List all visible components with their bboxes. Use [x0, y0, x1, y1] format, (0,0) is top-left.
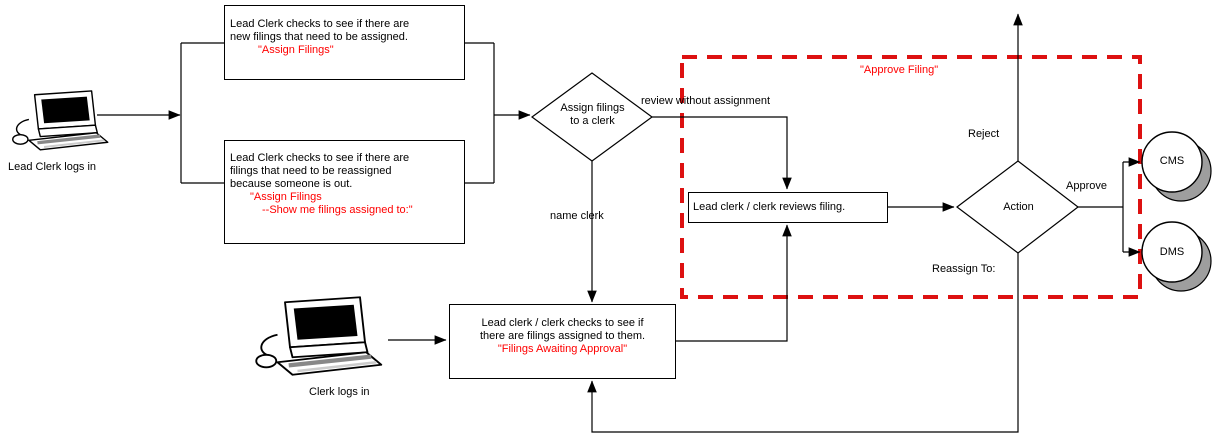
bracket-right: [465, 42, 495, 184]
box-text-line: Lead clerk / clerk checks to see if: [481, 317, 644, 329]
assign-diamond-label: Assign filings to a clerk: [532, 102, 653, 128]
action-diamond: [956, 160, 1079, 254]
lead-clerk-computer-icon: [11, 89, 110, 152]
name-clerk-label: name clerk: [550, 210, 604, 222]
filings-awaiting-approval-command: "Filings Awaiting Approval": [497, 343, 628, 355]
cms-datastore-circle: [1141, 131, 1203, 193]
reassign-to-label: Reassign To:: [932, 263, 996, 275]
cms-datastore-label: CMS: [1159, 155, 1185, 167]
check-new-filings-box: Lead Clerk checks to see if there are ne…: [224, 5, 465, 80]
reviews-filing-box: Lead clerk / clerk reviews filing.: [688, 192, 888, 223]
action-diamond-label: Action: [1003, 201, 1034, 213]
box-text-line: Lead Clerk checks to see if there are: [230, 152, 410, 164]
box-text-line: new filings that need to be assigned.: [230, 31, 408, 43]
review-without-assignment-label: review without assignment: [641, 95, 771, 107]
assign-filings-command: "Assign Filings": [258, 44, 334, 56]
assign-filings-diamond: [530, 72, 654, 162]
clerk-logs-in-label: Clerk logs in: [309, 386, 370, 398]
check-reassigned-filings-box: Lead Clerk checks to see if there are fi…: [224, 140, 465, 244]
edge-reassign-loop: [587, 253, 1019, 433]
box-text-line: there are filings assigned to them.: [479, 330, 646, 342]
filings-awaiting-approval-box: Lead clerk / clerk checks to see if ther…: [449, 304, 676, 379]
box-text-line: Lead Clerk checks to see if there are: [230, 18, 410, 30]
assign-diamond-label-line: to a clerk: [570, 115, 615, 127]
reject-label: Reject: [968, 128, 1000, 140]
approve-label: Approve: [1066, 180, 1107, 192]
edge-awaiting-to-reviews: [675, 224, 792, 342]
dms-datastore-circle: [1141, 221, 1203, 283]
approve-filing-group-title: "Approve Filing": [860, 64, 939, 76]
show-filings-command: --Show me filings assigned to:": [262, 204, 413, 216]
edge-approve-trunk: [1078, 162, 1124, 252]
box-text-line: Lead clerk / clerk reviews filing.: [693, 201, 846, 213]
clerk-computer-icon: [256, 297, 381, 375]
approve-filing-group-border: [680, 55, 1142, 299]
lead-clerk-logs-in-label: Lead Clerk logs in: [8, 161, 97, 173]
dms-datastore-label: DMS: [1159, 246, 1185, 258]
assign-diamond-label-line: Assign filings: [560, 102, 625, 114]
bracket-left: [180, 42, 225, 184]
box-text-line: filings that need to be reassigned: [230, 165, 392, 177]
box-text-line: because someone is out.: [230, 178, 353, 190]
assign-filings-command: "Assign Filings: [250, 191, 322, 203]
edge-review-without-assignment: [652, 116, 792, 190]
